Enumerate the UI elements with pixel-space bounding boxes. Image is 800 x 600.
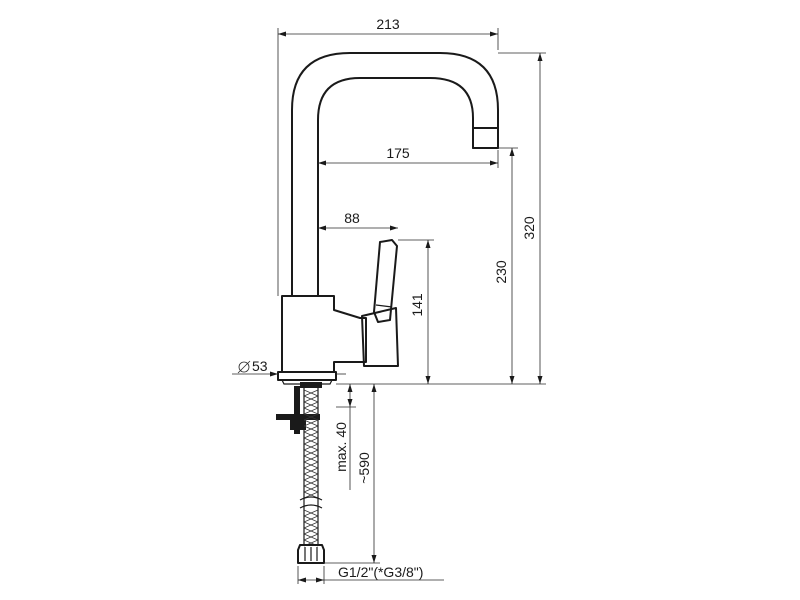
hose-nut-facets xyxy=(304,547,318,561)
lever-handle xyxy=(373,239,398,323)
hose-braid-line xyxy=(303,527,319,535)
hose-braid-line xyxy=(303,479,319,487)
dim-label-230: 230 xyxy=(493,260,509,284)
hose-braid-line xyxy=(303,485,319,493)
dim-label-175: 175 xyxy=(386,145,410,161)
hose-break-top xyxy=(299,496,323,501)
dim-label-320: 320 xyxy=(521,216,537,240)
flexible-hose xyxy=(303,386,319,547)
dim-total-height: 320 xyxy=(521,53,543,384)
hose-braid-line xyxy=(303,431,319,439)
hose-break-bottom xyxy=(299,504,323,509)
dim-hose-length: ~590 xyxy=(324,384,380,564)
hose-braid-line xyxy=(303,461,319,469)
hose-braid-line xyxy=(303,425,319,433)
hose-braid-line xyxy=(303,515,319,523)
hose-braid-line xyxy=(303,407,319,415)
dim-connection-thread: G1/2"(*G3/8") xyxy=(297,564,444,584)
dim-label-213: 213 xyxy=(376,16,400,32)
mounting-washer xyxy=(276,414,320,420)
dim-label-thread: G1/2"(*G3/8") xyxy=(338,564,423,580)
dim-lever-height: 141 xyxy=(409,240,431,384)
dim-label-141: 141 xyxy=(409,293,425,317)
hose-braid-line xyxy=(303,455,319,463)
spout-inner-contour xyxy=(317,77,474,296)
dim-total-width: 213 xyxy=(277,16,499,296)
dim-label-max40: max. 40 xyxy=(333,422,349,472)
mounting-nut xyxy=(290,420,306,430)
hose-braid-line xyxy=(303,533,319,541)
hose-braid-line xyxy=(303,521,319,529)
hose-braid-line xyxy=(303,413,319,421)
dim-spout-reach: 175 xyxy=(318,145,499,168)
diameter-symbol-icon xyxy=(238,361,250,373)
dim-base-diameter: 53 xyxy=(232,358,346,377)
dim-spout-height: 230 xyxy=(493,148,515,384)
cartridge-housing xyxy=(361,307,399,367)
spout-outer-contour xyxy=(291,52,499,296)
mixer-body xyxy=(281,295,367,373)
hose-braid-line xyxy=(303,449,319,457)
spout-tip xyxy=(472,127,499,149)
lever-pivot xyxy=(375,304,393,308)
hose-braid-line xyxy=(303,443,319,451)
faucet-outline xyxy=(276,52,499,564)
hose-fitting-top xyxy=(300,382,322,388)
base-flange xyxy=(281,379,333,385)
hose-braid-line xyxy=(303,437,319,445)
hose-braid-line xyxy=(303,389,319,397)
hose-braid-line xyxy=(303,467,319,475)
dim-label-88: 88 xyxy=(344,210,360,226)
mounting-rod xyxy=(294,386,300,434)
dim-max-thickness: max. 40 xyxy=(333,384,356,490)
hose-braid-line xyxy=(303,401,319,409)
hose-braid-line xyxy=(303,473,319,481)
hose-braid-line xyxy=(303,419,319,427)
hose-braid-line xyxy=(303,395,319,403)
dim-lever-offset: 88 xyxy=(318,210,398,231)
hose-braid-line xyxy=(303,509,319,517)
dim-label-53: 53 xyxy=(252,358,268,374)
base-plate xyxy=(277,371,337,381)
dim-label-590: ~590 xyxy=(356,452,372,484)
